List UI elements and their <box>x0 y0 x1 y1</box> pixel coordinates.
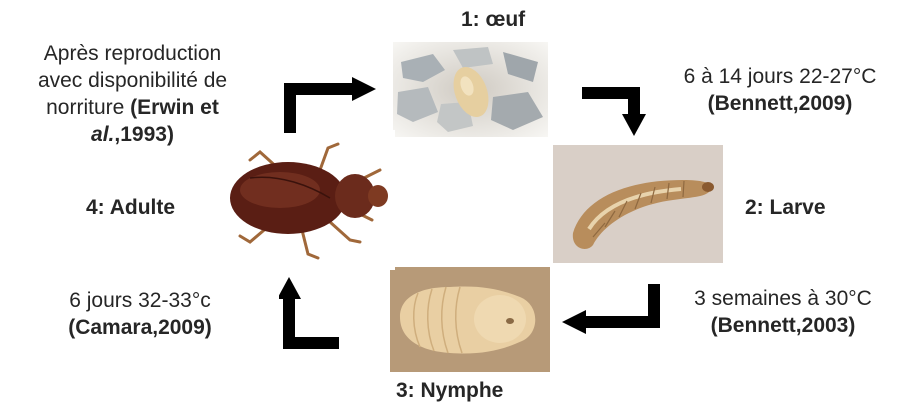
stage-label-egg: 1: œuf <box>461 6 525 33</box>
note-adult-to-egg-ref-b-italic: al. <box>91 123 114 146</box>
stage-label-nymph: 3: Nymphe <box>396 377 503 404</box>
note-adult-to-egg-line2: avec disponibilité de <box>0 67 265 94</box>
note-adult-to-egg-ref-b-rest: ,1993) <box>114 123 174 146</box>
note-adult-to-egg-line1: Après reproduction <box>0 40 265 67</box>
nymph-image <box>390 267 550 372</box>
egg-image <box>393 42 548 137</box>
note-egg-to-larva-ref: (Bennett,2009) <box>660 90 900 117</box>
arrow-adult-to-egg <box>282 77 382 135</box>
larva-image <box>553 145 723 263</box>
arrow-egg-to-larva <box>582 84 658 140</box>
note-larva-to-nymph: 3 semaines à 30°C (Bennett,2003) <box>668 285 898 339</box>
note-larva-to-nymph-ref: (Bennett,2003) <box>668 312 898 339</box>
note-nymph-to-adult-ref: (Camara,2009) <box>30 314 250 341</box>
note-adult-to-egg-line3: norriture <box>46 96 124 119</box>
note-nymph-to-adult: 6 jours 32-33°c (Camara,2009) <box>30 287 250 341</box>
stage-label-adult: 4: Adulte <box>86 194 175 221</box>
note-adult-to-egg-ref-a: (Erwin et <box>130 96 219 119</box>
adult-image <box>210 130 395 270</box>
note-egg-to-larva-text: 6 à 14 jours 22-27°C <box>660 63 900 90</box>
arrow-larva-to-nymph <box>558 284 668 336</box>
note-nymph-to-adult-text: 6 jours 32-33°c <box>30 287 250 314</box>
stage-label-larva: 2: Larve <box>745 194 826 221</box>
note-larva-to-nymph-text: 3 semaines à 30°C <box>668 285 898 312</box>
note-adult-to-egg-line3-wrap: norriture (Erwin et <box>0 94 265 121</box>
arrow-nymph-to-adult <box>279 275 343 355</box>
note-egg-to-larva: 6 à 14 jours 22-27°C (Bennett,2009) <box>660 63 900 117</box>
